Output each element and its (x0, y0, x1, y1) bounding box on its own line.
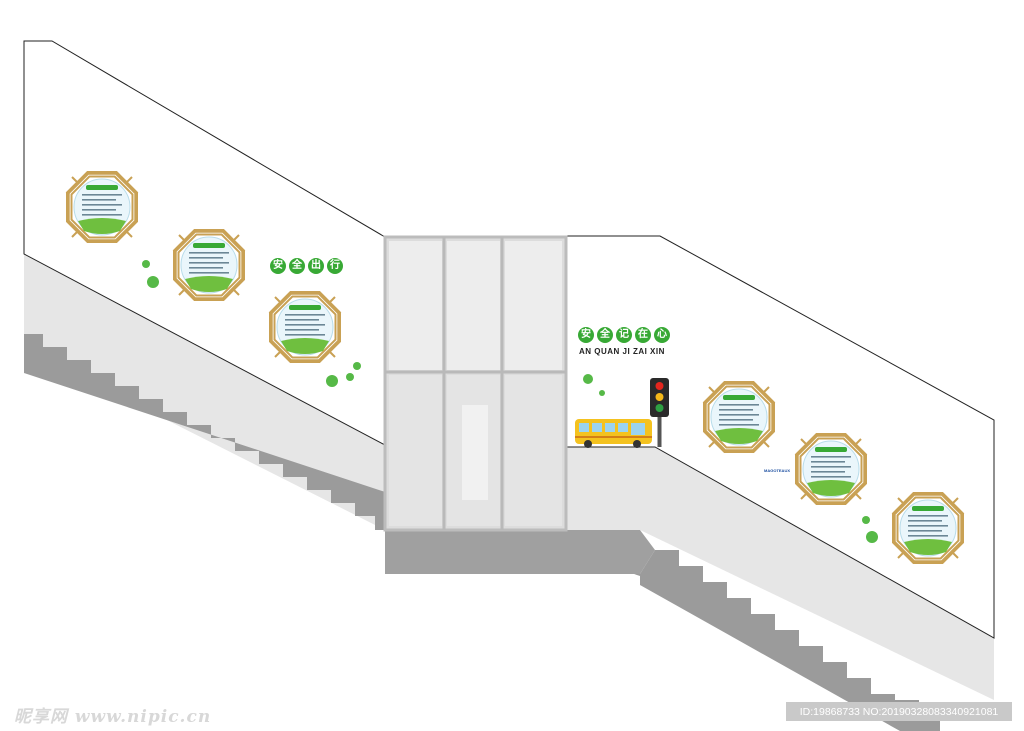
right-stairs (640, 550, 940, 731)
title-char: 在 (635, 327, 651, 343)
green-dots-right (583, 374, 878, 543)
title-char: 全 (597, 327, 613, 343)
right-floor-band (566, 447, 994, 700)
poster-panel-1 (66, 171, 138, 243)
glass-door (383, 235, 568, 532)
sponsor-logo: MAGOTEAUX (764, 468, 790, 473)
title-char: 安 (270, 258, 286, 274)
poster-panel-4 (703, 381, 775, 453)
title-char: 心 (654, 327, 670, 343)
traffic-light (650, 378, 669, 447)
poster-panel-5 (795, 433, 867, 505)
school-bus-icon (575, 419, 652, 448)
poster-panel-6 (892, 492, 964, 564)
left-floor-band (24, 254, 385, 530)
green-dots-left (142, 260, 361, 387)
title-char: 出 (308, 258, 324, 274)
title-char: 安 (578, 327, 594, 343)
title-safety-in-mind: 安 全 记 在 心 (578, 327, 670, 343)
watermark-right: ID:19868733 NO:20190328083340921081 (786, 702, 1012, 721)
title-safe-travel: 安 全 出 行 (270, 258, 343, 274)
title-char: 记 (616, 327, 632, 343)
poster-panel-2 (173, 229, 245, 301)
title-char: 全 (289, 258, 305, 274)
title-subtitle-pinyin: AN QUAN JI ZAI XIN (579, 347, 665, 356)
right-stairs-lower (566, 530, 655, 574)
title-char: 行 (327, 258, 343, 274)
poster-panel-3 (269, 291, 341, 363)
watermark-left: 昵享网 www.nipic.cn (14, 707, 212, 727)
